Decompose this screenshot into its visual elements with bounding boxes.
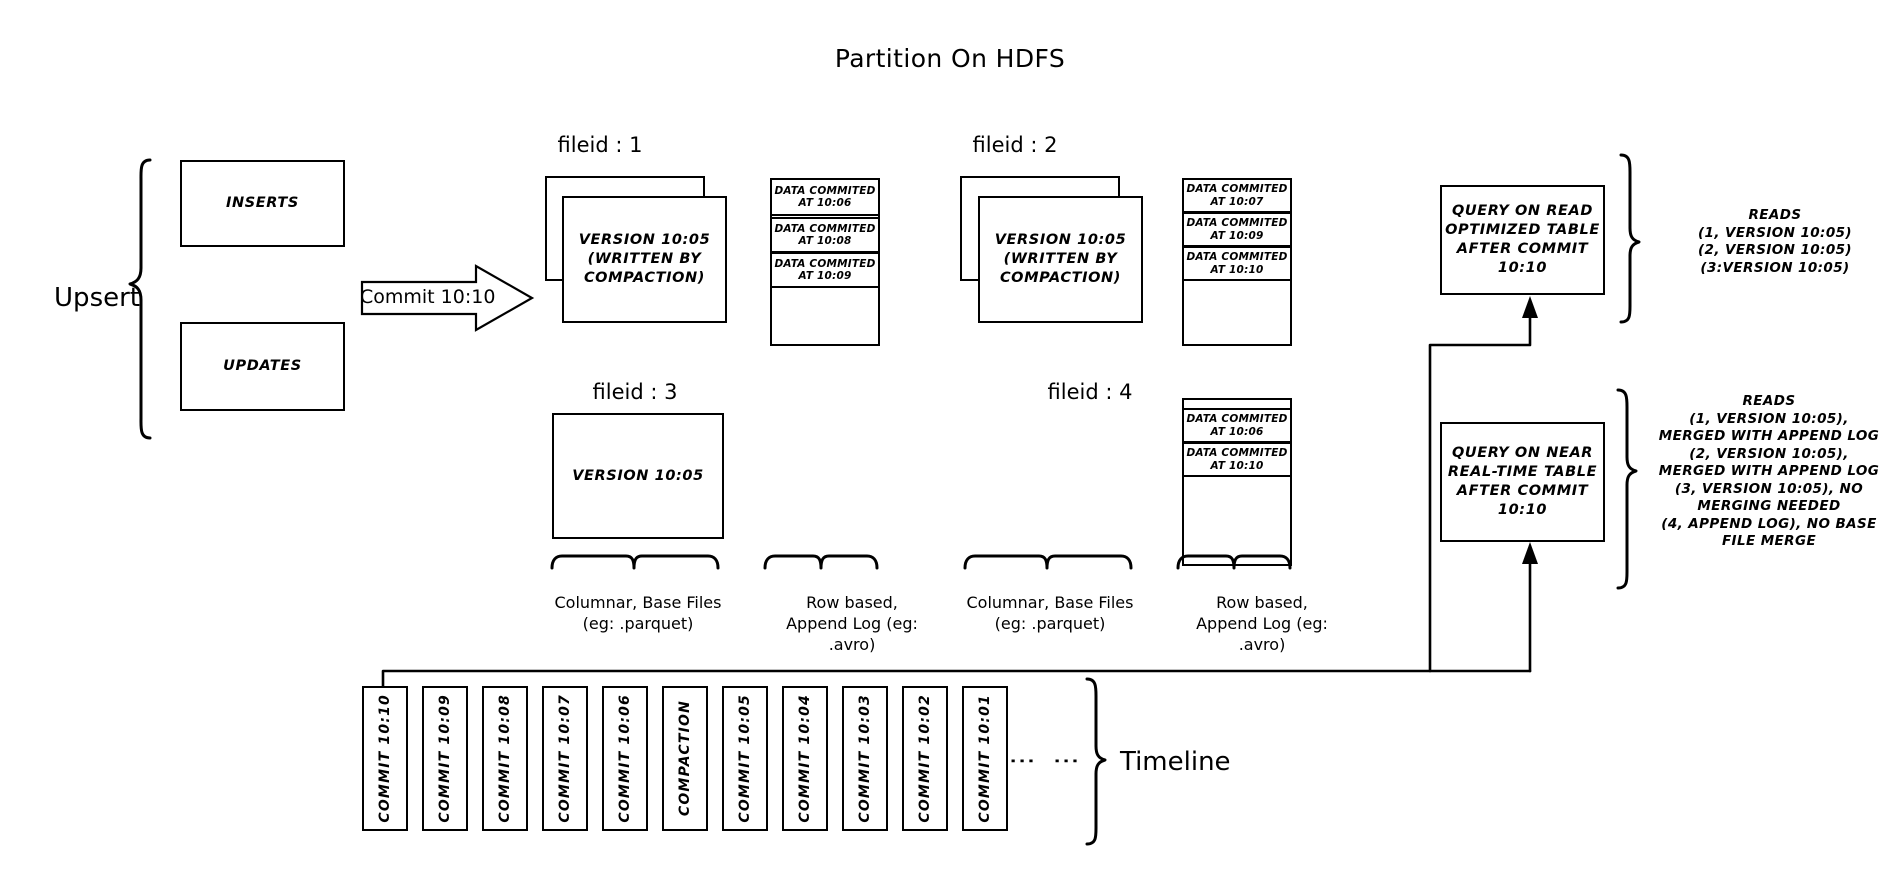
log-entry-text: DATA COMMITED AT 10:10 bbox=[1186, 447, 1288, 472]
log-entry-text: DATA COMMITED AT 10:09 bbox=[1186, 217, 1288, 242]
timeline-ellipsis-2: ⋮ bbox=[1051, 748, 1081, 774]
log-entry-text: DATA COMMITED AT 10:09 bbox=[774, 257, 876, 283]
timeline-chip-label: COMMIT 10:02 bbox=[917, 694, 933, 823]
fileid-3-base-file: VERSION 10:05 bbox=[552, 413, 724, 539]
timeline-chip-label: COMMIT 10:08 bbox=[497, 694, 513, 823]
fileid-1-log-entry-1: DATA COMMITED AT 10:08 bbox=[770, 217, 880, 253]
timeline-chip-8[interactable]: COMMIT 10:03 bbox=[842, 686, 888, 831]
fileid-2-base-label: VERSION 10:05 (WRITTEN BY COMPACTION) bbox=[994, 232, 1127, 286]
fileid-1-base-label: VERSION 10:05 (WRITTEN BY COMPACTION) bbox=[578, 232, 711, 286]
columnar-caption-left: Columnar, Base Files (eg: .parquet) bbox=[554, 593, 722, 633]
fileid-2-log-entry-1: DATA COMMITED AT 10:09 bbox=[1182, 212, 1292, 247]
log-entry-text: DATA COMMITED AT 10:08 bbox=[774, 222, 876, 248]
query-read-optimized-label: QUERY ON READ OPTIMIZED TABLE AFTER COMM… bbox=[1445, 203, 1600, 276]
timeline-chip-0[interactable]: COMMIT 10:10 bbox=[362, 686, 408, 831]
timeline-chip-5[interactable]: COMPACTION bbox=[662, 686, 708, 831]
inserts-label: INSERTS bbox=[226, 195, 299, 211]
fileid-1-base-file: VERSION 10:05 (WRITTEN BY COMPACTION) bbox=[562, 196, 727, 323]
reads-near-realtime: READS (1, VERSION 10:05), MERGED WITH AP… bbox=[1658, 393, 1880, 549]
fileid-1-log-entry-2: DATA COMMITED AT 10:09 bbox=[770, 252, 880, 288]
fileid-2-log-entry-2: DATA COMMITED AT 10:10 bbox=[1182, 246, 1292, 281]
fileid-4-log-entry-0: DATA COMMITED AT 10:06 bbox=[1182, 408, 1292, 443]
timeline-chip-label: COMMIT 10:09 bbox=[437, 694, 453, 823]
timeline-chip-label: COMMIT 10:07 bbox=[557, 694, 573, 823]
timeline-chip-4[interactable]: COMMIT 10:06 bbox=[602, 686, 648, 831]
timeline-chip-10[interactable]: COMMIT 10:01 bbox=[962, 686, 1008, 831]
timeline-chip-label: COMMIT 10:06 bbox=[617, 694, 633, 823]
commit-arrow-label: Commit 10:10 bbox=[360, 286, 496, 308]
query-near-realtime-box: QUERY ON NEAR REAL-TIME TABLE AFTER COMM… bbox=[1440, 422, 1605, 542]
timeline-chip-label: COMMIT 10:01 bbox=[977, 694, 993, 823]
commit-arrow-shape bbox=[360, 262, 535, 338]
timeline-chip-6[interactable]: COMMIT 10:05 bbox=[722, 686, 768, 831]
timeline-chip-9[interactable]: COMMIT 10:02 bbox=[902, 686, 948, 831]
columnar-caption-right: Columnar, Base Files (eg: .parquet) bbox=[966, 593, 1134, 633]
fileid-2-base-file: VERSION 10:05 (WRITTEN BY COMPACTION) bbox=[978, 196, 1143, 323]
rowbased-caption-right: Row based, Append Log (eg: .avro) bbox=[1196, 593, 1328, 654]
fileid-1-header: fileid : 1 bbox=[557, 133, 643, 157]
rowbased-caption-left: Row based, Append Log (eg: .avro) bbox=[786, 593, 918, 654]
timeline-chip-1[interactable]: COMMIT 10:09 bbox=[422, 686, 468, 831]
timeline-chip-label: COMMIT 10:04 bbox=[797, 694, 813, 823]
reads-read-optimized: READS (1, VERSION 10:05) (2, VERSION 10:… bbox=[1697, 207, 1853, 276]
upsert-label: Upsert bbox=[54, 283, 140, 313]
page-title: Partition On HDFS bbox=[834, 44, 1066, 73]
query-near-realtime-label: QUERY ON NEAR REAL-TIME TABLE AFTER COMM… bbox=[1447, 445, 1598, 518]
timeline-chip-3[interactable]: COMMIT 10:07 bbox=[542, 686, 588, 831]
timeline-chip-label: COMMIT 10:03 bbox=[857, 694, 873, 823]
inserts-box: INSERTS bbox=[180, 160, 345, 247]
fileid-2-header: fileid : 2 bbox=[972, 133, 1058, 157]
log-entry-text: DATA COMMITED AT 10:07 bbox=[1186, 183, 1288, 208]
timeline-label: Timeline bbox=[1120, 747, 1231, 777]
log-entry-text: DATA COMMITED AT 10:10 bbox=[1186, 251, 1288, 276]
fileid-4-log-entry-1: DATA COMMITED AT 10:10 bbox=[1182, 442, 1292, 477]
fileid-4-header: fileid : 4 bbox=[1047, 380, 1133, 404]
log-entry-text: DATA COMMITED AT 10:06 bbox=[1186, 413, 1288, 438]
timeline-chip-label: COMMIT 10:05 bbox=[737, 694, 753, 823]
fileid-3-base-label: VERSION 10:05 bbox=[572, 467, 704, 484]
fileid-2-log-entry-0: DATA COMMITED AT 10:07 bbox=[1182, 178, 1292, 213]
timeline-chip-label: COMMIT 10:10 bbox=[377, 694, 393, 823]
timeline-chip-2[interactable]: COMMIT 10:08 bbox=[482, 686, 528, 831]
log-entry-text: DATA COMMITED AT 10:06 bbox=[774, 184, 876, 210]
fileid-3-header: fileid : 3 bbox=[592, 380, 678, 404]
query-read-optimized-box: QUERY ON READ OPTIMIZED TABLE AFTER COMM… bbox=[1440, 185, 1605, 295]
timeline-chip-label: COMPACTION bbox=[677, 700, 693, 817]
updates-box: UPDATES bbox=[180, 322, 345, 411]
timeline-chip-7[interactable]: COMMIT 10:04 bbox=[782, 686, 828, 831]
timeline-ellipsis-1: ⋮ bbox=[1007, 748, 1037, 774]
fileid-1-log-entry-0: DATA COMMITED AT 10:06 bbox=[770, 178, 880, 216]
updates-label: UPDATES bbox=[223, 358, 302, 374]
